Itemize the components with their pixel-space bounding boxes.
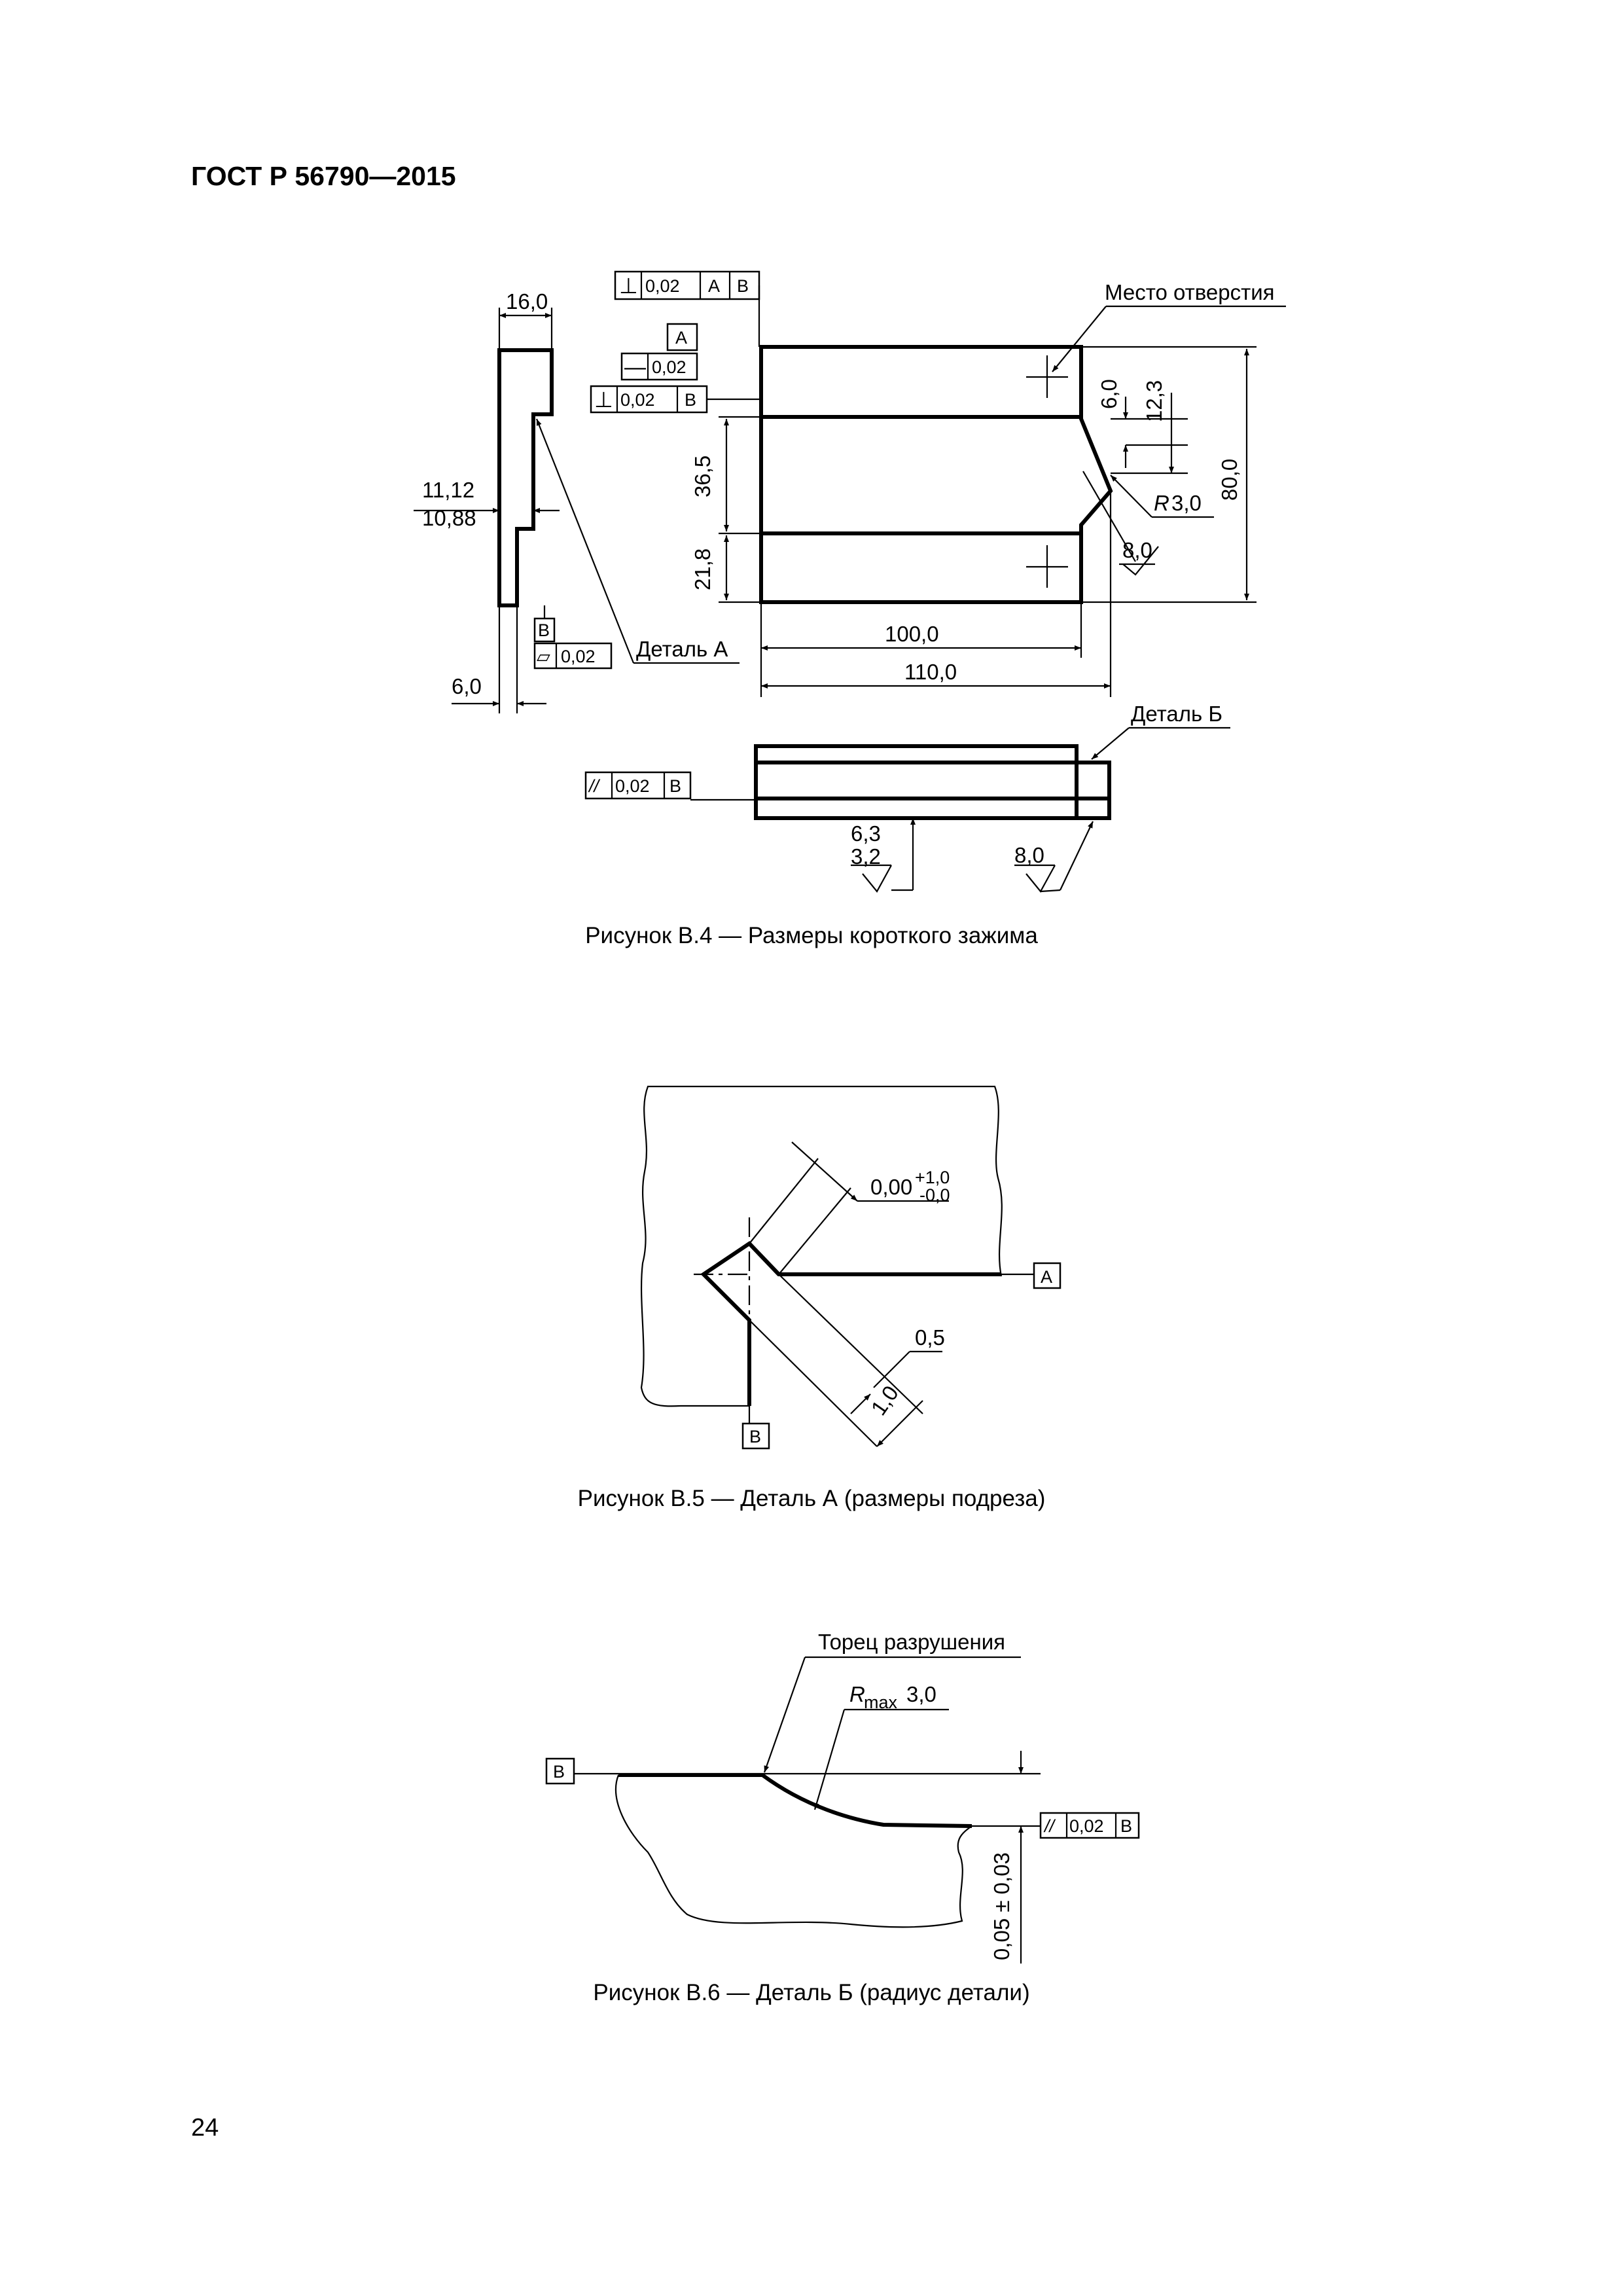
caption-b5: Рисунок В.5 — Деталь А (размеры подреза)	[577, 1486, 1046, 1511]
rough-8: 8,0	[1122, 538, 1152, 562]
label-detail-b: Деталь Б	[1131, 702, 1222, 726]
dim-6-right: 6,0	[1097, 379, 1121, 409]
flatness-value: 0,02	[561, 647, 596, 666]
rough-6-3: 6,3	[851, 821, 881, 846]
dim-36-5: 36,5	[690, 456, 715, 497]
dim-12-3: 12,3	[1142, 380, 1166, 422]
b5-datum-b: В	[749, 1427, 761, 1446]
label-r: R	[1154, 491, 1169, 515]
dim-80: 80,0	[1217, 459, 1241, 501]
rough-3-2: 3,2	[851, 844, 881, 869]
b5-dim-lower: -0,0	[919, 1185, 950, 1205]
side-view: 16,0 11,12 10,88 6,0 В ▱ 0,02 Деталь А	[414, 289, 740, 713]
datum-b-box: В	[538, 620, 550, 640]
bottom-view: Деталь Б // 0,02 В 6,3 3,2 8,0	[584, 702, 1230, 893]
perp-b-symbol: ⊥	[594, 387, 613, 412]
label-r-value: 3,0	[1171, 491, 1202, 515]
parallel-value: 0,02	[615, 776, 650, 796]
flatness-symbol: ▱	[537, 647, 550, 666]
dim-100: 100,0	[885, 622, 939, 646]
top-perp-datum2: В	[737, 276, 749, 296]
top-perp-symbol: ⊥	[619, 274, 638, 298]
b6-r-value: 3,0	[906, 1682, 936, 1706]
b6-r-sub: max	[864, 1693, 898, 1712]
b6-tolerance: 0,05 ± 0,03	[990, 1852, 1014, 1960]
label-detail-a: Деталь А	[636, 637, 728, 661]
b6-label-fracture: Торец разрушения	[818, 1630, 1005, 1654]
perp-b-datum: В	[685, 390, 696, 410]
b5-datum-a: А	[1041, 1267, 1052, 1287]
dim-10-88: 10,88	[422, 506, 476, 530]
b5-dim-0-5: 0,5	[915, 1325, 945, 1350]
caption-b4: Рисунок В.4 — Размеры короткого зажима	[585, 923, 1038, 948]
b6-datum-b: В	[553, 1762, 565, 1782]
document-header: ГОСТ Р 56790—2015	[191, 161, 456, 191]
parallel-datum: В	[669, 776, 681, 796]
dim-6-left: 6,0	[452, 674, 482, 698]
label-hole-place: Место отверстия	[1105, 280, 1275, 304]
parallel-symbol: //	[588, 776, 601, 796]
dim-21-8: 21,8	[690, 548, 715, 590]
datum-a-box: А	[675, 328, 687, 348]
b5-dim-base: 0,00	[870, 1175, 912, 1199]
b6-parallel-datum: В	[1120, 1816, 1132, 1836]
caption-b6: Рисунок В.6 — Деталь Б (радиус детали)	[593, 1980, 1030, 2005]
top-perp-datum1: А	[708, 276, 720, 296]
page-number: 24	[191, 2114, 219, 2142]
dim-110: 110,0	[904, 660, 957, 684]
straightness-value: 0,02	[652, 357, 687, 377]
front-view: Место отверстия ⊥ 0,02 А В А — 0,02 ⊥ 0,…	[590, 270, 1286, 697]
b6-parallel-symbol: //	[1043, 1816, 1056, 1836]
top-perp-value: 0,02	[645, 276, 680, 296]
perp-b-value: 0,02	[620, 390, 655, 410]
straightness-symbol: —	[624, 355, 646, 379]
dim-11-12: 11,12	[422, 478, 474, 502]
detail-a-geometry	[694, 1141, 1001, 1447]
rough-8-b: 8,0	[1014, 843, 1044, 867]
b5-dim-upper: +1,0	[915, 1168, 950, 1187]
b6-r-letter: R	[849, 1682, 865, 1706]
dim-16: 16,0	[506, 289, 548, 314]
b6-parallel-value: 0,02	[1069, 1816, 1104, 1836]
